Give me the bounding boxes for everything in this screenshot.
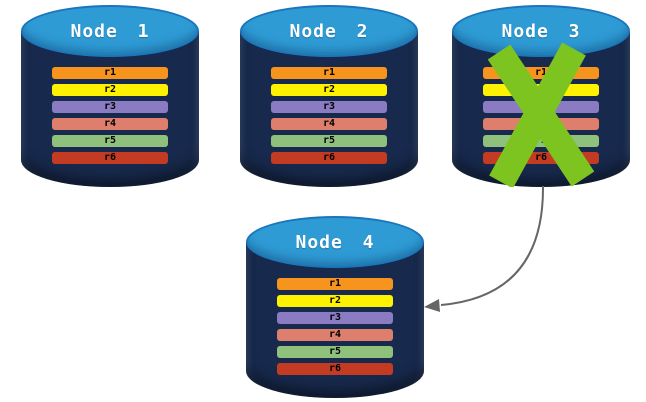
node-3-rows: r1 r2 r3 r4 r5 r6: [483, 67, 599, 164]
row-r1: r1: [483, 67, 599, 79]
row-r6: r6: [277, 363, 393, 375]
node-4: Node 4 r1 r2 r3 r4 r5 r6: [246, 216, 424, 398]
row-r6: r6: [271, 152, 387, 164]
row-r6: r6: [483, 152, 599, 164]
row-r1: r1: [52, 67, 168, 79]
node-1: Node 1 r1 r2 r3 r4 r5 r6: [21, 5, 199, 187]
node-1-title: Node 1: [70, 20, 150, 42]
row-r3: r3: [271, 101, 387, 113]
row-r3: r3: [277, 312, 393, 324]
row-r5: r5: [52, 135, 168, 147]
row-r4: r4: [277, 329, 393, 341]
arrowhead-icon: [424, 299, 440, 312]
node-2-cylinder-top: Node 2: [240, 5, 418, 57]
node-3-title: Node 3: [501, 20, 581, 42]
row-r4: r4: [271, 118, 387, 130]
row-r5: r5: [483, 135, 599, 147]
node-3-cylinder-top: Node 3: [452, 5, 630, 57]
node-4-rows: r1 r2 r3 r4 r5 r6: [277, 278, 393, 375]
row-r5: r5: [277, 346, 393, 358]
node-2-rows: r1 r2 r3 r4 r5 r6: [271, 67, 387, 164]
node-1-cylinder-top: Node 1: [21, 5, 199, 57]
node-3: Node 3 r1 r2 r3 r4 r5 r6: [452, 5, 630, 187]
node-4-title: Node 4: [295, 231, 375, 253]
row-r3: r3: [52, 101, 168, 113]
node-2-title: Node 2: [289, 20, 369, 42]
row-r4: r4: [483, 118, 599, 130]
row-r2: r2: [52, 84, 168, 96]
row-r1: r1: [277, 278, 393, 290]
row-r2: r2: [277, 295, 393, 307]
node-1-rows: r1 r2 r3 r4 r5 r6: [52, 67, 168, 164]
row-r4: r4: [52, 118, 168, 130]
row-r3: r3: [483, 101, 599, 113]
row-r6: r6: [52, 152, 168, 164]
node-4-cylinder-top: Node 4: [246, 216, 424, 268]
row-r1: r1: [271, 67, 387, 79]
node-2: Node 2 r1 r2 r3 r4 r5 r6: [240, 5, 418, 187]
row-r2: r2: [271, 84, 387, 96]
row-r2: r2: [483, 84, 599, 96]
row-r5: r5: [271, 135, 387, 147]
